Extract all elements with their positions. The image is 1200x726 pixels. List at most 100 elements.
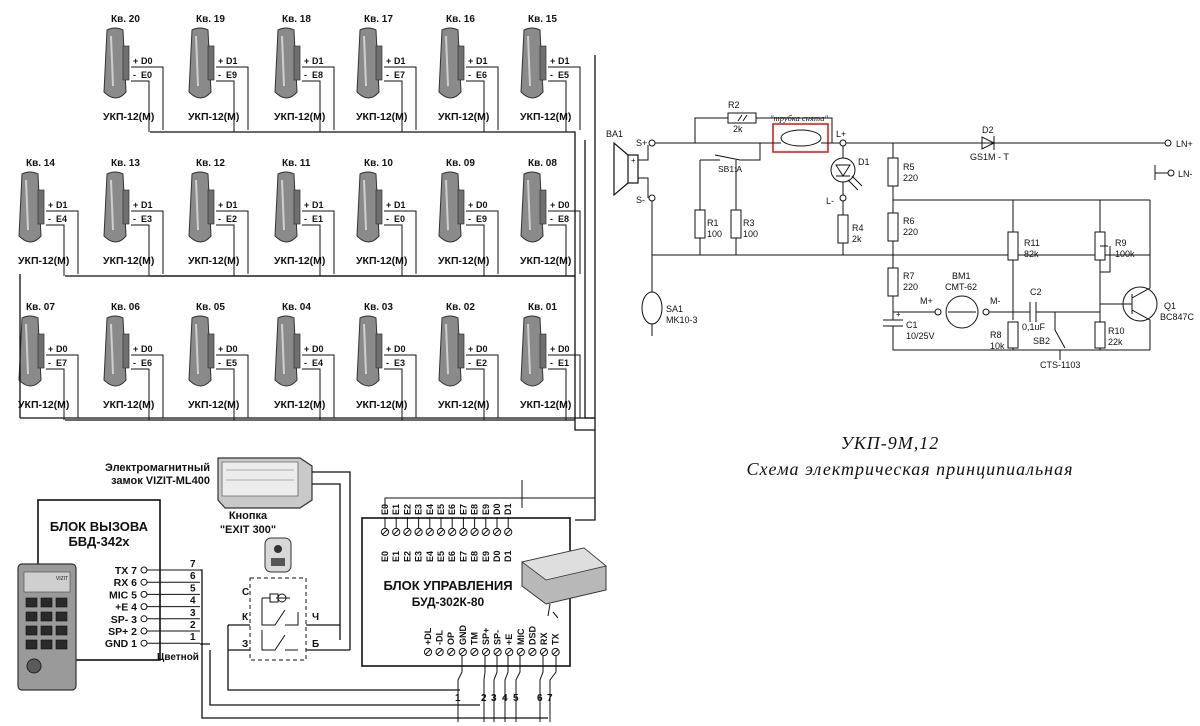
control-block: БЛОК УПРАВЛЕНИЯ БУД-302К-80 E0E0E1E1E2E2… (361, 480, 607, 722)
r7-value: 220 (903, 282, 918, 292)
r4-value: 2k (852, 234, 862, 244)
terminal-minus: E4 (312, 358, 323, 368)
r2-label: R2 (728, 100, 740, 110)
handset-icon (103, 315, 127, 387)
control-bottom-terminal-label: DSD (527, 625, 537, 645)
call-block-title-1: БЛОК ВЫЗОВА (50, 519, 149, 534)
r5-label: R5 (903, 162, 915, 172)
s-minus-label: S- (636, 195, 645, 205)
apartment-label: Кв. 15 (528, 14, 557, 25)
control-bottom-terminal-label: TX (551, 633, 561, 645)
call-pin-label: MIC 5 (109, 589, 137, 601)
keypad-key (40, 597, 53, 608)
r9-value: 100k (1115, 249, 1135, 259)
svg-text:+: + (133, 344, 138, 354)
call-panel: VIZIT (17, 563, 77, 691)
terminal-minus: E6 (476, 70, 487, 80)
apartment-label: Кв. 11 (282, 158, 311, 169)
control-top-terminal-label: D0 (492, 550, 502, 562)
apartment-label: Кв. 06 (111, 302, 140, 313)
l-plus-label: L+ (836, 129, 846, 139)
svg-text:-: - (133, 214, 136, 224)
button-body (264, 537, 292, 573)
d1-led (830, 157, 856, 183)
handset-model-label: УКП-12(М) (356, 399, 407, 411)
handset-model-label: УКП-12(М) (274, 111, 325, 123)
handset-icon (188, 27, 212, 99)
apartment-label: Кв. 10 (364, 158, 393, 169)
control-top-terminal-label: E3 (414, 551, 424, 562)
handset-model-label: УКП-12(М) (520, 255, 571, 267)
apartment-label: Кв. 01 (528, 302, 557, 313)
control-top-terminal-label: D1 (503, 550, 513, 562)
control-top-wire-label: E9 (481, 504, 491, 515)
svg-text:+: + (386, 200, 391, 210)
call-pin-label: GND 1 (105, 638, 137, 650)
caption: УКП-9М,12 Схема электрическая принципиал… (747, 433, 1074, 479)
handset-model-label: УКП-12(М) (274, 399, 325, 411)
svg-text:-: - (133, 70, 136, 80)
call-pin-label: +E 4 (115, 602, 137, 614)
control-top-terminal-label: E5 (436, 551, 446, 562)
call-pin-terminal (140, 603, 148, 611)
r5-value: 220 (903, 173, 918, 183)
handset-icon (188, 315, 212, 387)
call-pin-terminal (140, 578, 148, 586)
keypad-key (55, 625, 68, 636)
control-bottom-terminal-label: SP+ (481, 628, 491, 645)
r8-resistor (1007, 321, 1019, 349)
terminal-plus: D1 (312, 56, 324, 66)
caption-subtitle: Схема электрическая принципиальная (747, 459, 1074, 479)
keypad-key (40, 611, 53, 622)
svg-text:+: + (304, 200, 309, 210)
bus-number: 6 (537, 693, 543, 704)
hook-highlight (772, 123, 829, 153)
apartment-label: Кв. 08 (528, 158, 557, 169)
speaker-ba1: BA1 + S+ S- (606, 129, 656, 205)
bus-number: 3 (491, 693, 497, 704)
keypad-key (40, 639, 53, 650)
hook-note: "трубка снята" (770, 113, 828, 123)
svg-text:-: - (468, 358, 471, 368)
call-wire-number: 4 (190, 596, 196, 607)
r11-resistor (1007, 231, 1019, 261)
apartment-label: Кв. 17 (364, 14, 393, 25)
svg-text:-: - (218, 358, 221, 368)
r3-label: R3 (743, 218, 755, 228)
r1-resistor (694, 209, 706, 239)
keypad-key (55, 639, 68, 650)
apartment-label: Кв. 05 (196, 302, 225, 313)
r11-label: R11 (1024, 238, 1040, 248)
call-pin-label: RX 6 (114, 577, 138, 589)
handset-icon (356, 171, 380, 243)
c2-value: 0,1uF (1022, 322, 1046, 332)
call-wire-number: 1 (190, 632, 196, 643)
svg-text:-: - (304, 358, 307, 368)
svg-text:+: + (550, 56, 555, 66)
call-pin-terminal (140, 615, 148, 623)
control-top-wire-label: E0 (380, 504, 390, 515)
terminal-minus: E7 (56, 358, 67, 368)
terminal-plus: D0 (476, 344, 488, 354)
control-top-wire-label: D1 (503, 503, 513, 515)
terminal-minus: E7 (394, 70, 405, 80)
call-pin-label: SP+ 2 (108, 626, 137, 638)
bm1-value: CMT-62 (945, 282, 977, 292)
svg-text:-: - (218, 214, 221, 224)
control-top-wire-label: E7 (458, 504, 468, 515)
keypad-key (25, 625, 38, 636)
handset-model-label: УКП-12(М) (274, 255, 325, 267)
terminal-plus: D0 (226, 344, 238, 354)
apartment-label: Кв. 13 (111, 158, 140, 169)
control-bottom-terminal-label: GND (458, 625, 468, 646)
terminal-plus: D1 (394, 200, 406, 210)
handset-model-label: УКП-12(М) (438, 399, 489, 411)
bus-number: 2 (481, 693, 487, 704)
svg-text:+: + (133, 56, 138, 66)
